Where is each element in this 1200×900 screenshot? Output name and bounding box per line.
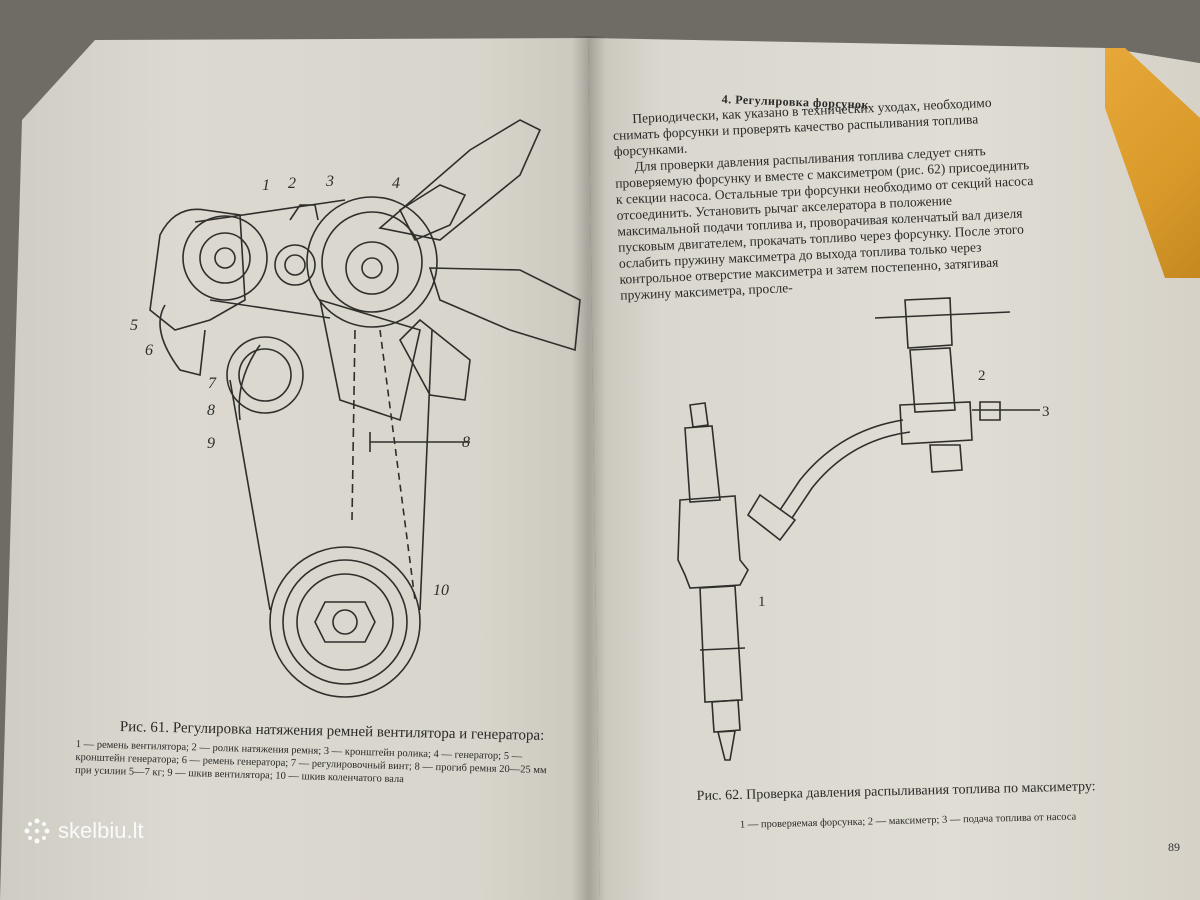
fig61-label: 3 [325, 173, 334, 190]
fig62-label: 2 [978, 368, 986, 384]
fig61-label: 7 [208, 375, 217, 392]
book-gutter [572, 36, 606, 900]
fig61-label: 8 [462, 434, 470, 451]
fig61-label: 6 [145, 342, 153, 359]
body-text: Периодически, как указано в технических … [612, 93, 1040, 304]
fig61-label: 4 [392, 175, 400, 192]
fig61-label: 8 [207, 402, 215, 419]
fig62-injector-drawing: 1 2 3 [677, 297, 1050, 761]
fig62-label: 1 [758, 594, 766, 610]
page-number: 89 [1168, 840, 1180, 854]
fig61-label: 1 [262, 177, 270, 194]
fig61-label: 5 [130, 317, 138, 334]
watermark-text: skelbiu.lt [58, 818, 144, 843]
fig62-label: 3 [1042, 404, 1050, 420]
fig61-label: 9 [207, 435, 215, 452]
left-page [0, 38, 600, 900]
right-page [588, 38, 1200, 900]
body-paragraph: Для проверки давления распыливания топли… [614, 143, 1034, 303]
fig61-belt-drive-drawing: 1 2 3 4 5 6 7 8 9 8 10 [130, 119, 581, 698]
dots-logo-icon [24, 818, 50, 844]
fig61-label: 10 [433, 582, 449, 599]
fig61-label: 2 [288, 175, 296, 192]
skelbiu-watermark: skelbiu.lt [24, 818, 144, 844]
